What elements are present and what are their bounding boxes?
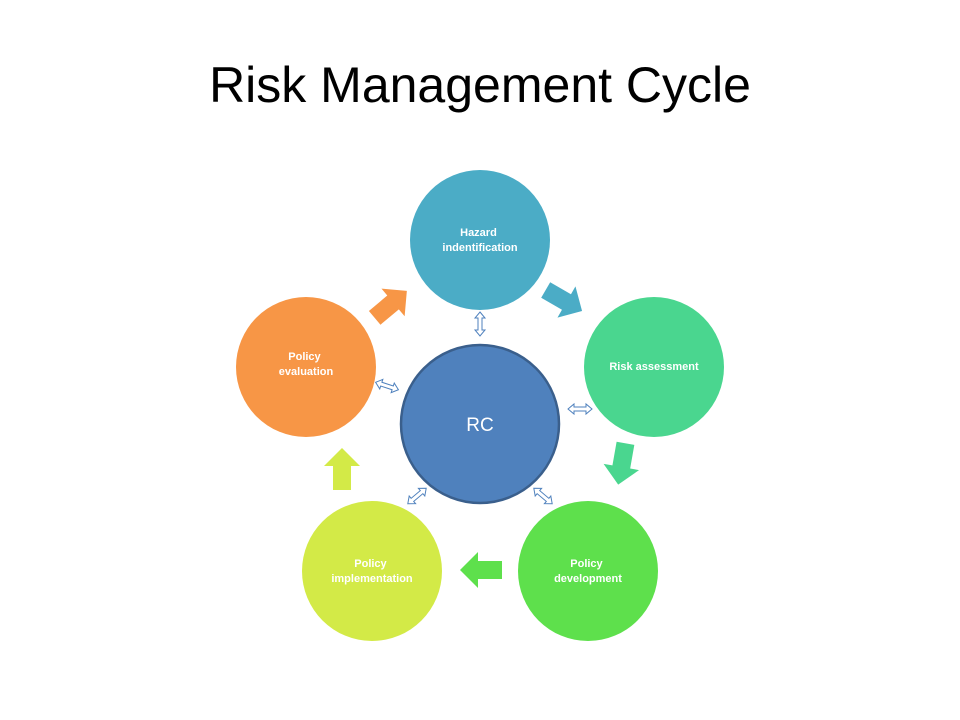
arrow-hazard-to-assessment [541, 282, 583, 318]
node-policy-implementation: Policy implementation [302, 501, 442, 641]
arrow-development-to-implementation [460, 552, 502, 588]
node-hazard-line-1: Hazard [460, 227, 497, 239]
node-development-line-1: Policy [570, 558, 603, 570]
center-label: RC [466, 415, 493, 436]
svg-text:Hazard indentification: Hazard indentification [442, 227, 517, 254]
arrow-evaluation-to-hazard [368, 288, 407, 325]
svg-text:Policy evaluation: Policy evaluation [279, 351, 334, 378]
connector-hazard [473, 311, 487, 337]
svg-text:Policy implementation: Policy implementation [331, 558, 413, 585]
node-implementation-line-2: implementation [331, 573, 413, 585]
node-assessment-line-1: Risk assessment [609, 361, 699, 373]
connector-evaluation [374, 378, 400, 394]
node-policy-evaluation: Policy evaluation [236, 297, 376, 437]
connector-implementation [407, 487, 427, 505]
node-implementation-line-1: Policy [354, 558, 387, 570]
node-evaluation-line-2: evaluation [279, 366, 334, 378]
arrow-implementation-to-evaluation [324, 448, 360, 490]
node-hazard-line-2: indentification [442, 242, 517, 254]
center-node: RC [399, 343, 561, 505]
node-hazard-identification: Hazard indentification [410, 170, 550, 310]
node-policy-development: Policy development [518, 501, 658, 641]
flow-arrows [324, 282, 640, 588]
arrow-assessment-to-development [603, 441, 640, 485]
connector-assessment [567, 402, 593, 416]
svg-text:Policy development: Policy development [554, 558, 622, 585]
center-connectors [374, 311, 593, 505]
svg-text:Risk assessment: Risk assessment [609, 361, 699, 373]
slide-title: Risk Management Cycle [209, 57, 751, 113]
node-evaluation-line-1: Policy [288, 351, 321, 363]
node-risk-assessment: Risk assessment [584, 297, 724, 437]
connector-development [533, 487, 553, 505]
node-development-line-2: development [554, 573, 622, 585]
